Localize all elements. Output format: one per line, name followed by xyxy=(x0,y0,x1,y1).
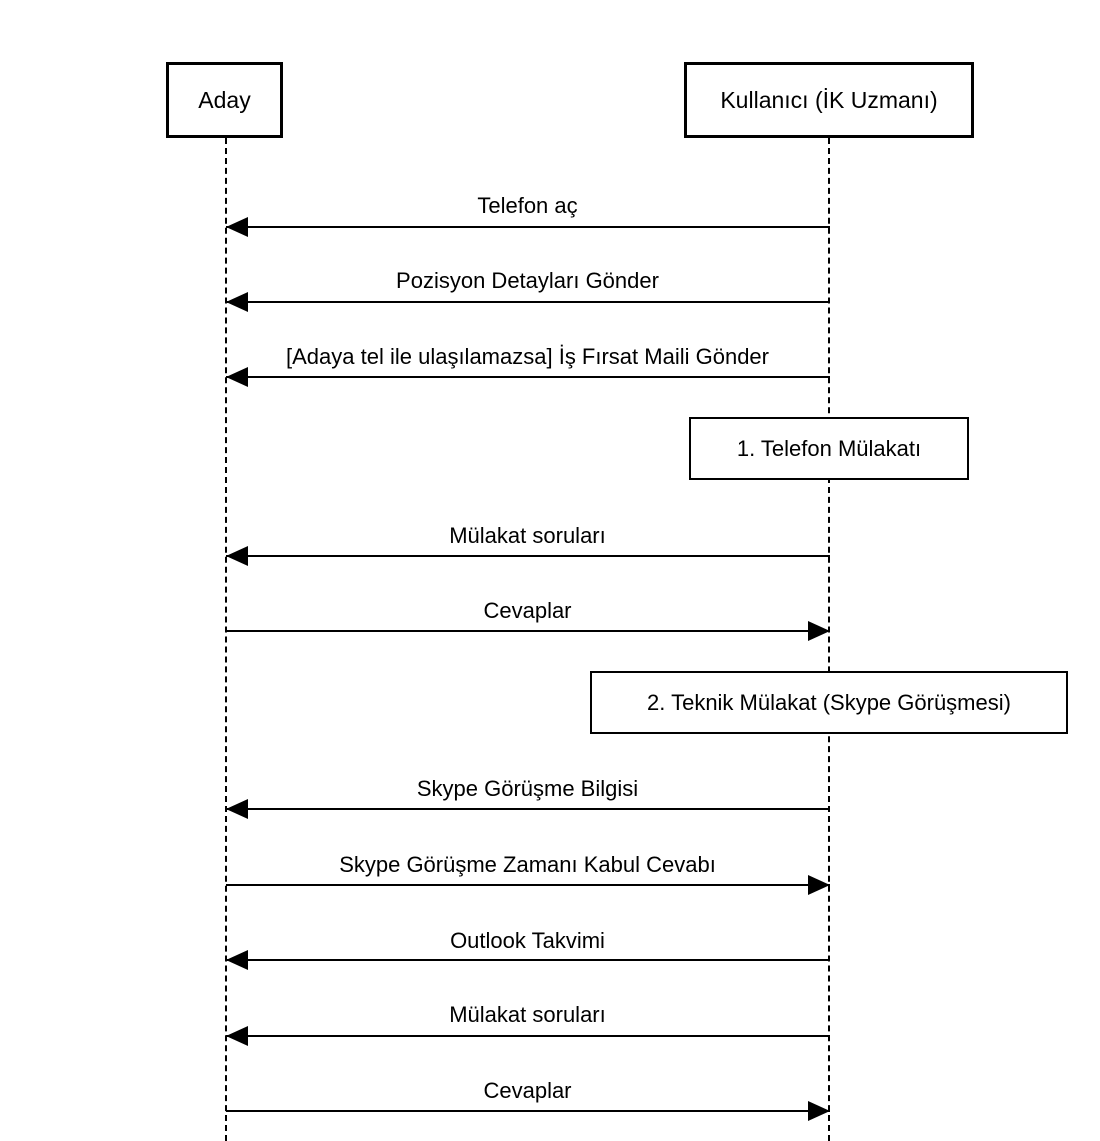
note-label: 1. Telefon Mülakatı xyxy=(736,435,922,461)
actor-kullanici: Kullanıcı (İK Uzmanı) xyxy=(684,62,974,138)
arrowhead-left-icon xyxy=(226,950,248,970)
message-arrow-line xyxy=(226,301,830,303)
note-teknik-mulakat: 2. Teknik Mülakat (Skype Görüşmesi) xyxy=(590,671,1068,734)
arrowhead-right-icon xyxy=(808,875,830,895)
arrowhead-left-icon xyxy=(226,367,248,387)
arrowhead-left-icon xyxy=(226,546,248,566)
message-arrow-line xyxy=(226,1035,830,1037)
message-label: Pozisyon Detayları Gönder xyxy=(396,268,659,293)
message-label: Outlook Takvimi xyxy=(450,928,605,953)
actor-aday: Aday xyxy=(166,62,283,138)
message-label: [Adaya tel ile ulaşılamazsa] İş Fırsat M… xyxy=(286,344,769,369)
message-arrow-line xyxy=(226,555,830,557)
message-label: Mülakat soruları xyxy=(449,523,606,548)
message-label: Mülakat soruları xyxy=(449,1002,606,1027)
note-label: 2. Teknik Mülakat (Skype Görüşmesi) xyxy=(647,689,1011,715)
message-arrow-line xyxy=(226,376,830,378)
message-arrow-line xyxy=(226,884,830,886)
lifeline-aday xyxy=(225,138,227,1141)
message-label: Cevaplar xyxy=(483,598,572,623)
arrowhead-left-icon xyxy=(226,799,248,819)
actor-kullanici-label: Kullanıcı (İK Uzmanı) xyxy=(720,86,938,113)
message-label: Cevaplar xyxy=(483,1078,572,1103)
message-arrow-line xyxy=(226,630,830,632)
message-label: Telefon aç xyxy=(477,193,578,218)
arrowhead-right-icon xyxy=(808,1101,830,1121)
arrowhead-left-icon xyxy=(226,1026,248,1046)
message-arrow-line xyxy=(226,226,830,228)
arrowhead-right-icon xyxy=(808,621,830,641)
message-arrow-line xyxy=(226,808,830,810)
arrowhead-left-icon xyxy=(226,217,248,237)
arrowhead-left-icon xyxy=(226,292,248,312)
message-label: Skype Görüşme Bilgisi xyxy=(416,776,639,801)
note-telefon-mulakati: 1. Telefon Mülakatı xyxy=(689,417,969,480)
message-label: Skype Görüşme Zamanı Kabul Cevabı xyxy=(339,852,716,877)
message-arrow-line xyxy=(226,1110,830,1112)
actor-aday-label: Aday xyxy=(198,86,251,113)
message-arrow-line xyxy=(226,959,830,961)
